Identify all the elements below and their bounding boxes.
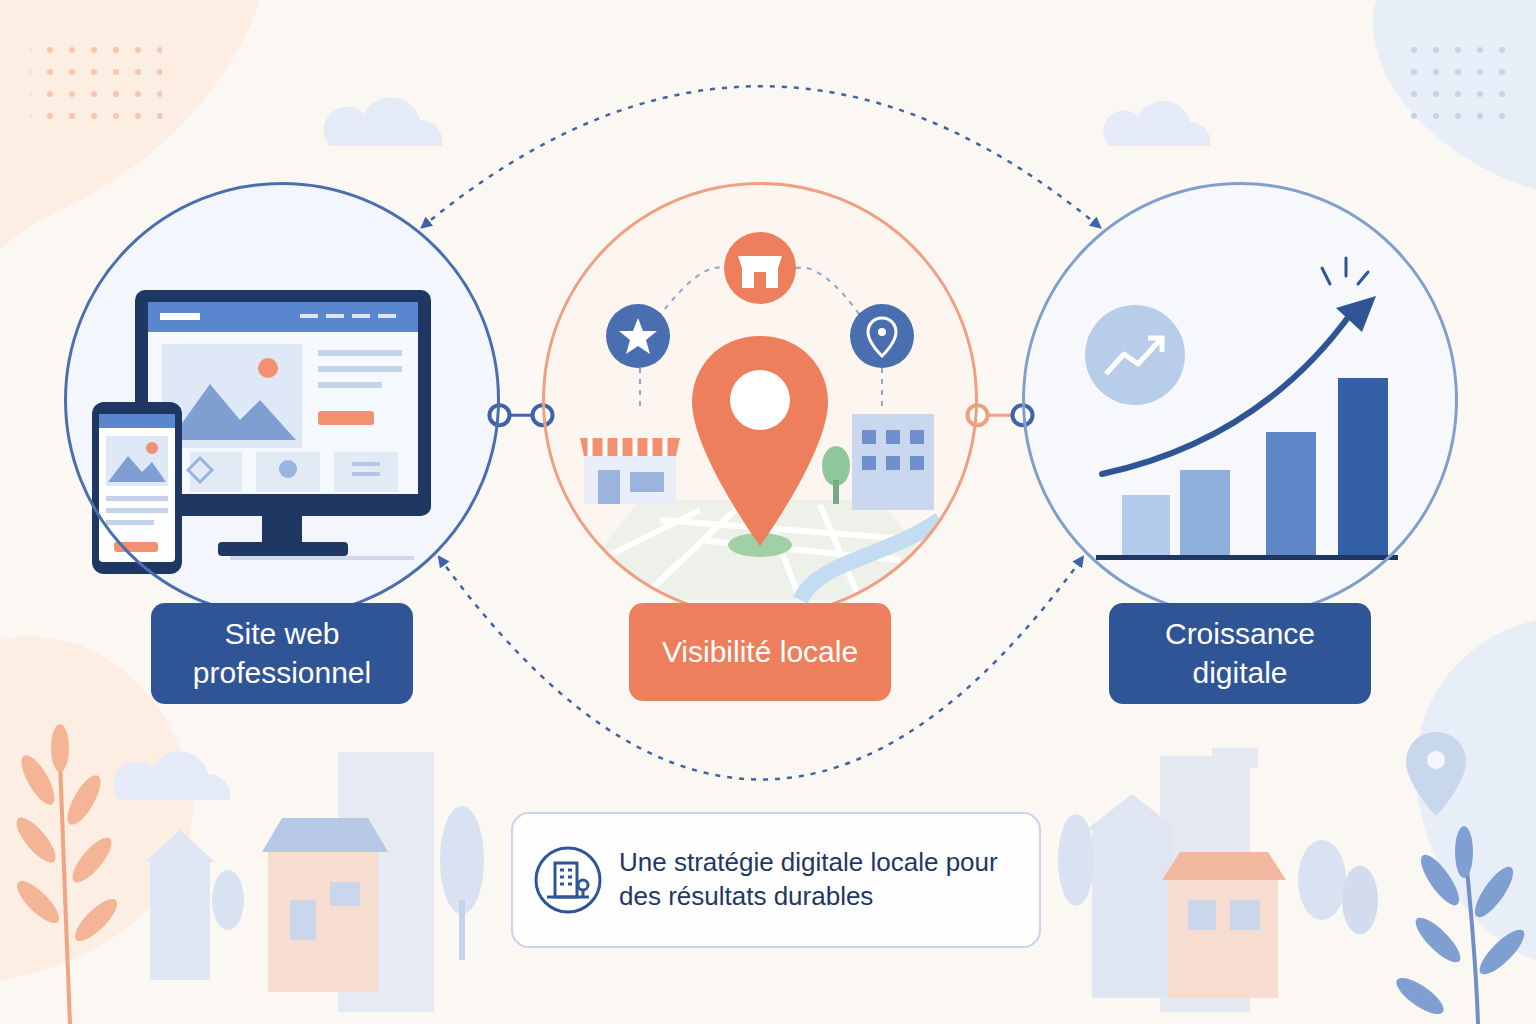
growth-chart [1085,258,1398,560]
dot-grid [1408,44,1518,132]
cycle-arrow [439,557,1083,780]
strategy-text: Une stratégie digitale locale pour des r… [619,846,1019,914]
city-silhouette [1058,732,1466,1012]
node-label-pill: Site web professionnel [151,603,413,704]
circle-fill [66,184,498,616]
visibility-circle: Visibilité locale [542,182,978,618]
device-illustration [92,290,431,574]
growth-circle: Croissance digitale [1022,182,1458,618]
strategy-box: Une stratégie digitale locale pour des r… [511,812,1041,948]
leaf-branch [10,724,123,1024]
website-circle: Site web professionnel [64,182,500,618]
node-label-pill: Visibilité locale [629,603,891,701]
cycle-arrow [422,86,1101,227]
circle-fill [1024,184,1456,616]
node-label-pill: Croissance digitale [1109,603,1371,704]
building-icon [533,845,603,915]
blob [1373,0,1536,190]
city-silhouette [145,752,484,1012]
circle-fill [544,184,976,616]
dot-grid [30,44,162,132]
leaf-branch [1391,826,1530,1024]
local-icons [580,232,934,546]
